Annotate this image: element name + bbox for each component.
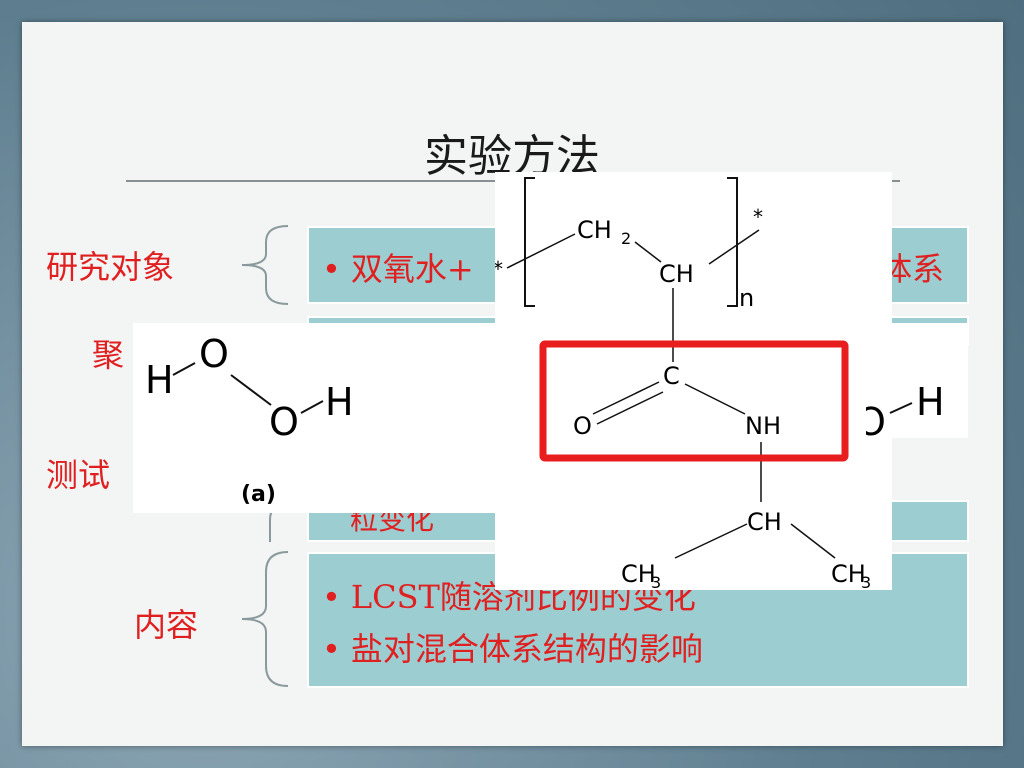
pnipam-structure: * * n CH 2 CH C O NH CH CH 3 CH 3	[493, 177, 871, 592]
atom-o-partial: O	[866, 400, 886, 438]
bullet-icon: •	[322, 250, 341, 288]
hydrogen-peroxide-structure: H O O H (a)	[145, 332, 354, 507]
brace-icon	[241, 225, 289, 305]
partial-hydroxyl-structure: O H	[856, 380, 945, 444]
atom-ch2-sub: 2	[621, 229, 631, 248]
bullet-icon: •	[322, 578, 341, 616]
atom-c: C	[663, 362, 680, 390]
atom-h1: H	[145, 358, 174, 402]
box4-item-2: •盐对混合体系结构的影响	[322, 624, 703, 670]
atom-h-partial: H	[916, 380, 945, 424]
atom-o: O	[573, 412, 592, 440]
box1-text-label: 双氧水+	[350, 250, 474, 288]
figure-caption: (a)	[241, 482, 276, 507]
atom-o1: O	[199, 332, 229, 376]
row-label-research-object: 研究对象	[46, 248, 175, 286]
star-left: *	[495, 257, 503, 281]
bullet-icon: •	[322, 630, 341, 668]
atom-nh: NH	[745, 412, 781, 440]
atom-ch3-right: CH	[831, 560, 866, 588]
figure-c-panel: O H	[856, 323, 968, 444]
row-label-polymer: 聚	[92, 336, 125, 374]
atom-ch2: CH	[577, 216, 612, 244]
repeat-n: n	[739, 284, 754, 312]
figure-b-panel: * * n CH 2 CH C O NH CH CH 3 CH 3	[493, 172, 892, 592]
star-right: *	[753, 205, 763, 229]
brace-icon	[241, 551, 289, 687]
amide-highlight-box	[539, 340, 849, 462]
atom-o2: O	[269, 400, 299, 444]
atom-h2: H	[325, 380, 354, 424]
atom-ch3-left-sub: 3	[651, 573, 661, 590]
box1-text: •双氧水+	[322, 244, 474, 290]
atom-ch: CH	[659, 260, 694, 288]
atom-ch3-right-sub: 3	[861, 573, 871, 590]
atom-ch3-left: CH	[621, 560, 656, 588]
atom-ch-iso: CH	[747, 508, 782, 536]
row-label-testing: 测试	[46, 456, 111, 494]
box4-item-2-label: 盐对混合体系结构的影响	[350, 630, 703, 668]
row-label-content: 内容	[134, 606, 199, 644]
figure-a-panel: H O O H (a)	[133, 323, 495, 513]
